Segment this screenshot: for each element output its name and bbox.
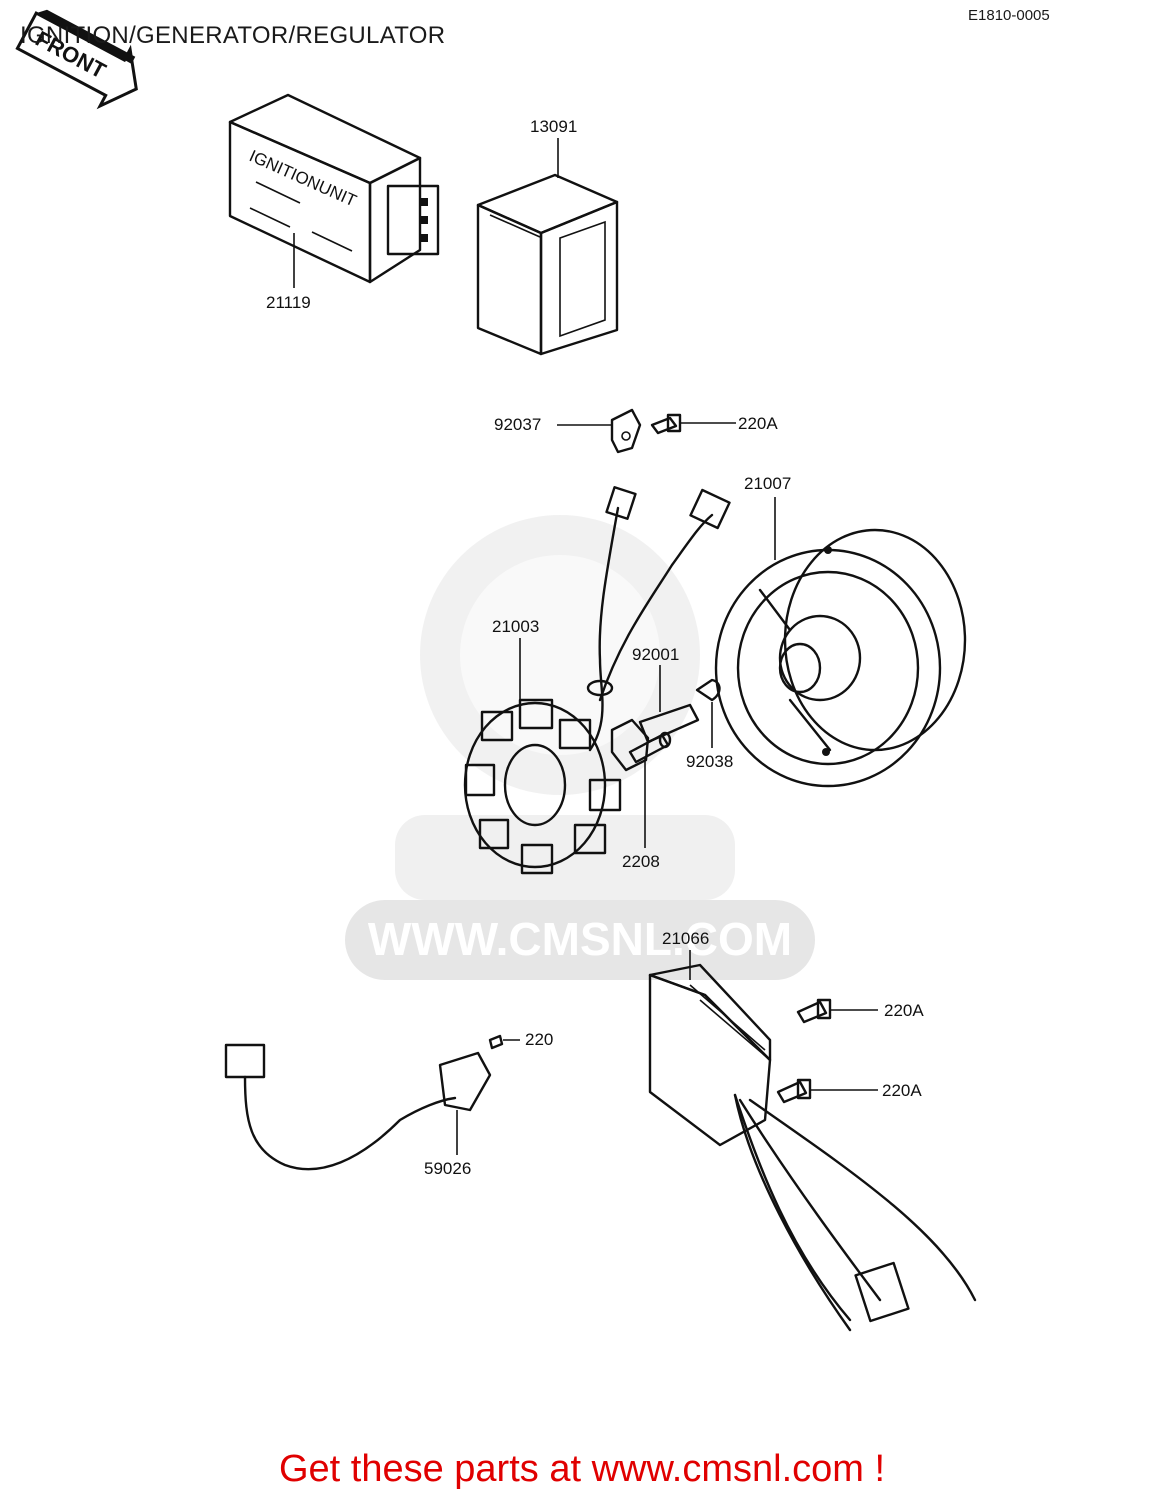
part-label-220a-lower: 220A bbox=[882, 1081, 922, 1100]
regulator-box-drawing bbox=[476, 173, 619, 356]
part-label-21003: 21003 bbox=[492, 617, 539, 636]
rectifier-screw-upper-drawing bbox=[796, 998, 832, 1024]
leader-lines bbox=[293, 138, 878, 1155]
part-label-92001: 92001 bbox=[632, 645, 679, 664]
part-label-220: 220 bbox=[525, 1030, 553, 1049]
part-label-220a-upper: 220A bbox=[884, 1001, 924, 1020]
rectifier-screw-lower-drawing bbox=[776, 1078, 812, 1104]
part-label-92037: 92037 bbox=[494, 415, 541, 434]
rotor-bolt-drawing bbox=[610, 703, 700, 772]
ignition-unit-print: IGNITIONUNIT bbox=[246, 146, 359, 210]
part-label-21007: 21007 bbox=[744, 474, 791, 493]
diagram-code: E1810-0005 bbox=[968, 7, 1050, 24]
ignition-unit-drawing: IGNITIONUNIT bbox=[228, 93, 440, 284]
stator-drawing bbox=[463, 486, 731, 875]
pin-drawing bbox=[628, 731, 672, 764]
bracket-and-screw-drawing bbox=[610, 408, 682, 454]
diagram-title: IGNITION/GENERATOR/REGULATOR bbox=[20, 22, 446, 49]
part-label-59026: 59026 bbox=[424, 1159, 471, 1178]
part-label-13091: 13091 bbox=[530, 117, 577, 136]
rectifier-regulator-drawing bbox=[648, 963, 977, 1332]
pickup-coil-drawing bbox=[224, 1034, 504, 1171]
part-label-2208: 2208 bbox=[622, 852, 660, 871]
watermark-text: WWW.CMSNL.COM bbox=[368, 913, 792, 965]
footer-promo-link[interactable]: Get these parts at www.cmsnl.com ! bbox=[278, 1448, 886, 1490]
part-label-21119: 21119 bbox=[266, 293, 311, 312]
part-label-92038: 92038 bbox=[686, 752, 733, 771]
part-label-220a-bracket: 220A bbox=[738, 414, 778, 433]
part-label-21066: 21066 bbox=[662, 929, 709, 948]
flywheel-rotor-drawing bbox=[714, 528, 967, 788]
woodruff-key-drawing bbox=[695, 678, 721, 702]
front-arrow-icon: FRONT bbox=[15, 9, 138, 110]
cmsnl-watermark: WWW.CMSNL.COM bbox=[345, 515, 815, 980]
